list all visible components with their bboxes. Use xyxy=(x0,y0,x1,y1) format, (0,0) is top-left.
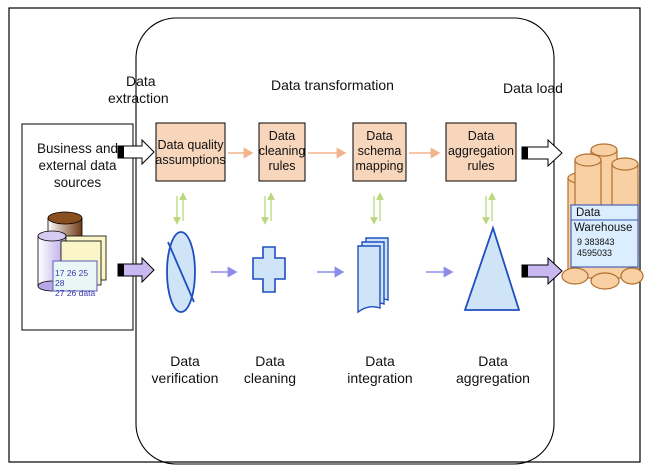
source-title-line1: Business and xyxy=(36,141,119,156)
rule-label-aggregation: Data aggregation rules xyxy=(444,129,518,174)
process-label-integration: Data integration xyxy=(345,353,415,387)
source-title-line3: sources xyxy=(53,175,102,190)
rule-box-cleaning xyxy=(258,122,306,182)
warehouse-value-line2: 4595033 xyxy=(577,248,613,258)
rule-label-quality-line2: assumptions xyxy=(155,153,226,167)
process-label-verification-line2: verification xyxy=(151,370,219,386)
process-label-verification-line1: Data xyxy=(170,353,200,369)
source-title-line2: external data xyxy=(38,158,117,173)
process-label-verification: Data verification xyxy=(150,353,220,387)
stage-extraction-label: Data extraction xyxy=(108,73,169,107)
stage-transformation-label: Data transformation xyxy=(271,77,394,93)
triangle-icon xyxy=(463,225,521,311)
rule-label-quality-line1: Data quality xyxy=(157,138,224,152)
stage-extraction-line1: Data xyxy=(126,73,156,89)
rule-label-cleaning-line1: Data xyxy=(268,129,296,143)
warehouse-subtitle: Warehouse xyxy=(574,222,633,234)
process-label-aggregation-line2: aggregation xyxy=(456,370,530,386)
process-label-aggregation: Data aggregation xyxy=(453,353,533,387)
rule-label-cleaning: Data cleaning rules xyxy=(256,129,308,174)
rule-label-schema-line1: Data xyxy=(366,129,393,143)
source-illustration xyxy=(37,211,107,292)
source-sheet-line1: 17 26 25 28 xyxy=(55,268,89,288)
plus-cross-icon xyxy=(252,246,286,293)
process-area xyxy=(135,17,555,465)
rule-box-aggregation xyxy=(445,122,517,182)
warehouse-illustration xyxy=(561,143,644,290)
rule-label-aggregation-line2: aggregation xyxy=(447,144,515,158)
stage-load-label: Data load xyxy=(503,80,563,96)
rule-label-cleaning-line3: rules xyxy=(268,159,296,173)
source-sheet-text: 17 26 25 28 27 26 data xyxy=(55,268,99,298)
rule-box-schema xyxy=(352,122,407,182)
slashed-ellipse-icon xyxy=(166,231,196,313)
warehouse-values: 9 383843 4595033 xyxy=(577,237,615,259)
process-label-cleaning-line2: cleaning xyxy=(243,370,297,386)
process-label-integration-line2: integration xyxy=(347,370,413,386)
rule-box-quality xyxy=(155,122,226,182)
warehouse-title: Data xyxy=(576,207,601,219)
process-label-cleaning-line1: Data xyxy=(255,353,285,369)
rule-label-cleaning-line2: cleaning xyxy=(258,144,306,158)
vertical-arrows xyxy=(173,192,496,225)
rule-label-quality: Data quality assumptions xyxy=(155,138,226,168)
process-label-aggregation-line1: Data xyxy=(478,353,508,369)
process-label-integration-line1: Data xyxy=(365,353,395,369)
stage-extraction-line2: extraction xyxy=(108,90,169,106)
source-title: Business and external data sources xyxy=(22,140,133,191)
rule-label-schema-line3: mapping xyxy=(355,159,404,173)
rule-label-aggregation-line3: rules xyxy=(467,159,495,173)
rule-label-schema: Data schema mapping xyxy=(351,129,408,174)
rule-label-aggregation-line1: Data xyxy=(467,129,495,143)
warehouse-value-line1: 9 383843 xyxy=(577,237,615,247)
source-sheet-line2: 27 26 data xyxy=(55,288,96,298)
process-label-cleaning: Data cleaning xyxy=(240,353,300,387)
stacked-documents-icon xyxy=(357,237,389,314)
rule-label-schema-line2: schema xyxy=(357,144,402,158)
